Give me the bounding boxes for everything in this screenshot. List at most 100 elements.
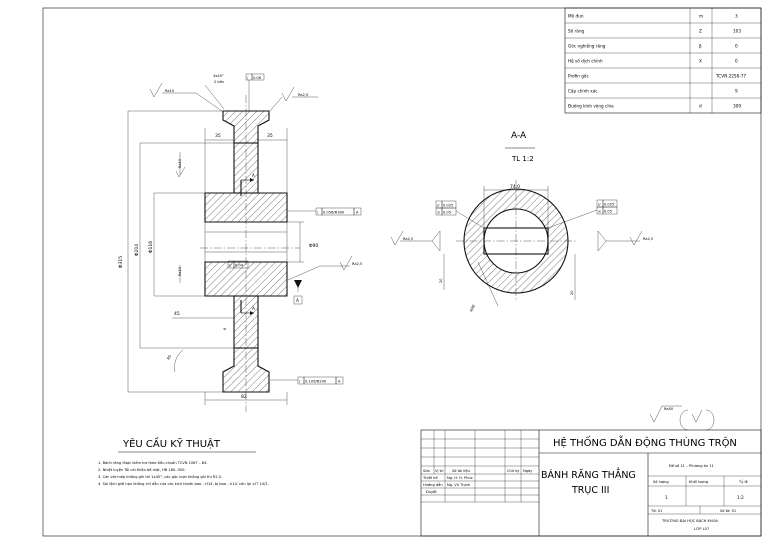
tb-person: Ng. H. H. Phúc: [447, 476, 473, 480]
web-top: [234, 143, 258, 193]
tol-bottom-ref: A: [338, 380, 341, 384]
svg-text:/: /: [247, 76, 249, 80]
dim-82: 82: [241, 394, 247, 400]
param-name: Mô đun: [568, 14, 584, 19]
param-symbol: d: [699, 104, 702, 109]
param-name: Profin gốc: [568, 74, 589, 79]
tol-right-1-ref: A: [356, 211, 359, 215]
dim-d-bore: Φ90: [309, 243, 318, 249]
main-view: A A 3x45° 2 bên / 0.06 Ra10 Ra2,5 35 3: [118, 73, 362, 412]
section-mark-label: A: [252, 306, 255, 311]
param-value: TCVN 2258-77: [715, 74, 746, 79]
tb-col-header: Sửa: [423, 469, 430, 473]
tol-mid: 0.04: [235, 264, 244, 268]
param-symbol: β: [699, 44, 702, 49]
dim-d-3: Φ116: [148, 241, 154, 253]
tol-top: 0.06: [253, 76, 262, 80]
tb-col-header: Số tài liệu: [452, 469, 470, 473]
section-ra-right: Ra2,5: [643, 237, 653, 241]
requirement-item: 4. Sai lệch giới hạn không chỉ dẫn của c…: [98, 481, 269, 486]
section-title: A-A: [511, 131, 527, 141]
section-tol-right-1: 0.025: [604, 203, 614, 207]
svg-text:/: /: [317, 211, 319, 215]
tb-scale-value: 1:2: [737, 495, 744, 500]
param-table: Mô đun m 3 Số răng Z 103 Góc nghiêng răn…: [564, 7, 762, 114]
chamfer-note: 3x45°: [213, 74, 224, 78]
datum-box: [293, 295, 303, 305]
dim-35-right: 35: [267, 133, 273, 139]
svg-text:≡: ≡: [598, 210, 601, 214]
param-value: 309: [733, 104, 741, 109]
section-dim-left: 20: [439, 278, 443, 283]
hub-top: [205, 193, 287, 222]
dim-d-outer: Φ315: [118, 256, 124, 268]
tol-right-1: 0.056/Φ300: [323, 211, 345, 215]
param-value: 0: [735, 59, 738, 64]
tb-sheet: Tờ: 01: [650, 509, 662, 513]
svg-text://: //: [229, 264, 232, 268]
ra-mid-left: Ra10: [178, 158, 182, 168]
section-ra-left: Ra2,5: [403, 237, 413, 241]
param-symbol: m: [699, 14, 703, 19]
roughness-note: Ra50: [664, 407, 674, 411]
tb-part-name-2: TRỤC III: [571, 485, 609, 496]
svg-text:/: /: [299, 380, 301, 384]
outer-frame: [42, 7, 762, 537]
param-name: Góc nghiêng răng: [568, 44, 606, 49]
param-name: Đường kính vòng chia: [568, 104, 614, 109]
tb-sheets: Số tờ: 01: [720, 509, 736, 513]
tb-col-header: Vị trí: [435, 469, 444, 473]
tb-assignment: Đề số 11 – Phương án 11: [669, 464, 714, 468]
param-value: 103: [733, 29, 741, 34]
param-value: 9: [735, 89, 738, 94]
dim-45: 45: [174, 311, 180, 317]
chamfer-note-2: 2 bên: [214, 80, 224, 84]
tb-role: Duyệt: [426, 490, 437, 494]
svg-text://: //: [598, 203, 601, 207]
dim-d-2: Φ204: [134, 244, 140, 256]
datum-label: A: [296, 298, 299, 303]
section-arrow-bottom: A: [240, 300, 255, 315]
section-arrow-top: A: [240, 173, 255, 196]
rim-bottom: [223, 348, 269, 392]
tb-class: LỚP L07: [694, 526, 709, 531]
tb-col-header: Chữ ký: [507, 469, 520, 473]
section-scale: TL 1:2: [511, 155, 534, 163]
ra-right: Ra2,5: [352, 262, 362, 266]
dim-angle: R5: [166, 354, 172, 360]
rim-top: [223, 111, 269, 143]
dim-35-left: 35: [215, 133, 221, 139]
tb-role: Hướng dẫn: [423, 482, 443, 487]
requirements-title: YÊU CẦU KỸ THUẬT: [122, 436, 221, 450]
param-name: Cấp chính xác: [568, 89, 598, 94]
tb-col-header: Ngày: [523, 469, 533, 473]
tb-school: TRƯỜNG ĐẠI HỌC BÁCH KHOA: [661, 518, 718, 523]
param-value: 3: [735, 14, 738, 19]
param-symbol: Z: [699, 29, 702, 34]
section-dim-bore: Φ90: [469, 303, 476, 312]
svg-text://: //: [437, 204, 440, 208]
svg-text:≡: ≡: [437, 211, 440, 215]
tol-bottom: 0.105/Φ290: [305, 380, 327, 384]
ra-top-right: Ra2,5: [298, 93, 308, 97]
tb-role: Thiết kế: [422, 476, 438, 480]
dim-fillet: 6: [223, 327, 227, 330]
title-block: Sửa Vị trí Số tài liệu Chữ ký Ngày Thiết…: [420, 429, 762, 537]
section-tol-left-1: 0.025: [443, 204, 453, 208]
ra-low-left: Ra10: [178, 266, 182, 276]
param-value: 0: [735, 44, 738, 49]
requirement-item: 2. Nhiệt luyện Tôi cải thiện bề mặt, HB …: [98, 468, 186, 472]
tb-qty-label: Số lượng: [653, 480, 669, 484]
section-dim-width: 74.0: [510, 184, 520, 190]
tb-mass-label: Khối lượng: [689, 480, 708, 484]
section-mark-label: A: [252, 173, 255, 178]
ra-top-left: Ra10: [165, 89, 175, 93]
section-dim-right: 20: [570, 290, 574, 295]
tb-person: Ng. Vũ Thịnh: [447, 483, 470, 487]
requirement-item: 1. Bánh răng được kiểm tra theo tiêu chu…: [98, 460, 208, 465]
web-bottom: [234, 296, 258, 348]
roughness-general: Ra50: [649, 405, 715, 431]
tb-part-name-1: BÁNH RĂNG THẲNG: [541, 468, 636, 481]
